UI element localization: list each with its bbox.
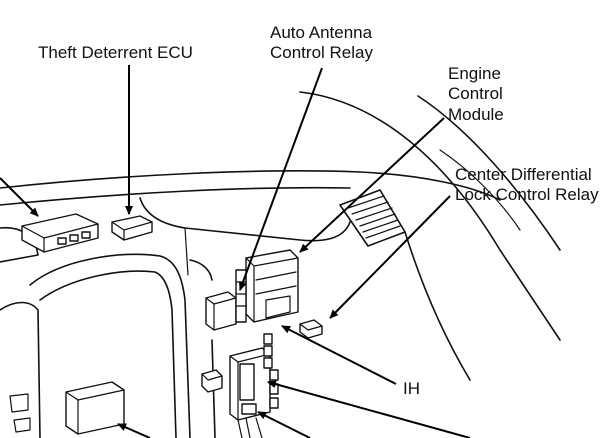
auto-antenna-relay-part <box>205 269 247 331</box>
label-center-diff-line2: Lock Control Relay <box>455 185 599 204</box>
ecu-module-part <box>111 215 153 241</box>
leader-lines <box>0 65 471 438</box>
center-diff-relay-part <box>299 319 323 339</box>
ih-junction-block-part <box>229 333 279 421</box>
label-theft-deterrent-ecu: Theft Deterrent ECU <box>38 43 193 62</box>
label-engine-line3: Module <box>448 105 504 124</box>
label-auto-antenna-line1: Auto Antenna <box>270 23 373 42</box>
lower-module-part <box>65 381 125 435</box>
label-engine-line1: Engine <box>448 64 501 83</box>
label-ih: IH <box>403 379 420 398</box>
label-engine-line2: Control <box>448 84 503 103</box>
label-center-diff-line1: Center Differential <box>455 165 592 184</box>
label-auto-antenna-line2: Control Relay <box>270 43 373 62</box>
theft-deterrent-ecu-part <box>21 213 99 253</box>
engine-control-module-part <box>245 249 299 323</box>
relay-small-part <box>201 369 223 393</box>
labels: Theft Deterrent ECU Auto Antenna Control… <box>38 23 599 398</box>
